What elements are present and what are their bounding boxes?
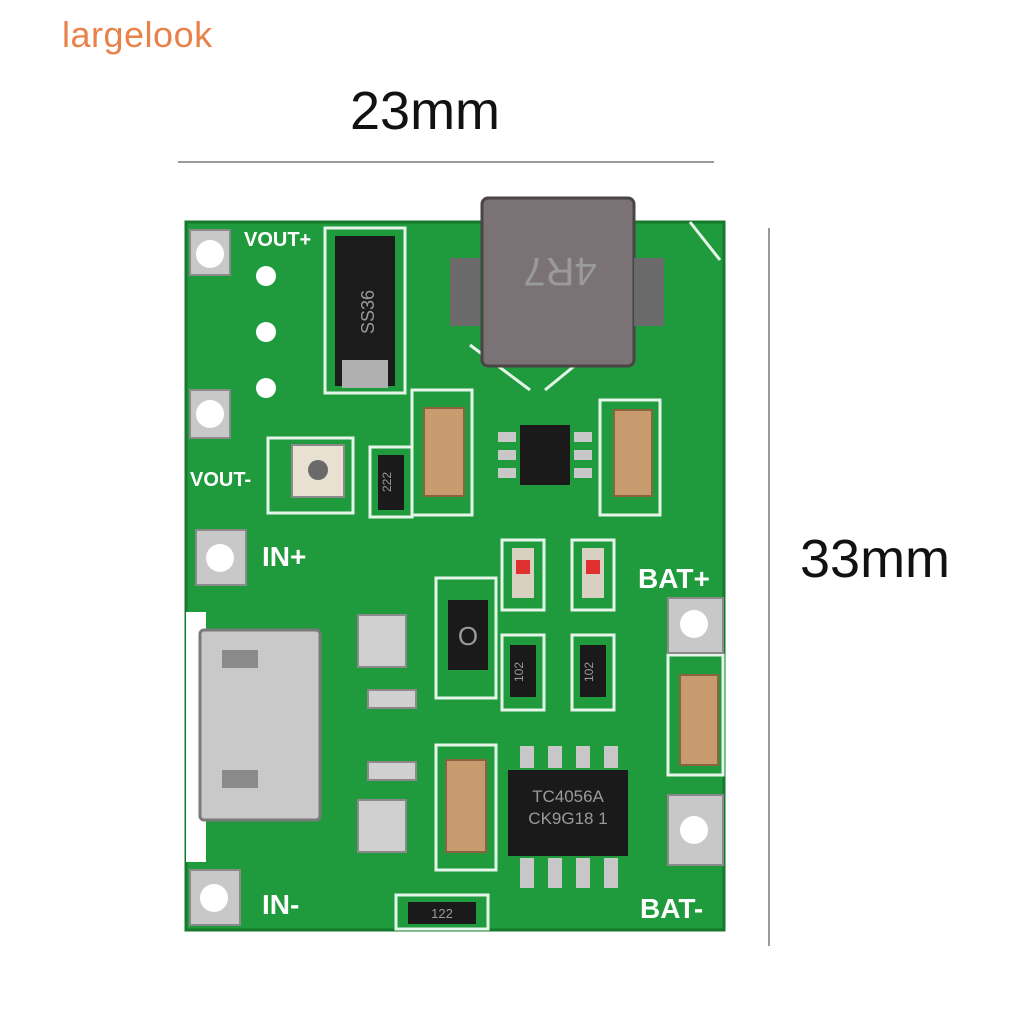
boost-ic-pins <box>498 432 592 478</box>
svg-text:122: 122 <box>431 906 453 921</box>
svg-text:102: 102 <box>582 662 596 682</box>
charger-ic-marking-line2: CK9G18 1 <box>528 809 607 828</box>
brand-watermark: largelook <box>62 14 213 55</box>
inductor-pad-left <box>450 258 480 326</box>
bat-minus-label: BAT- <box>640 893 703 924</box>
vout-minus-label: VOUT- <box>190 469 251 491</box>
potentiometer-knob <box>308 460 328 480</box>
svg-text:102: 102 <box>512 662 526 682</box>
width-dimension-label: 23mm <box>350 81 501 141</box>
diode-pad <box>342 360 388 388</box>
charger-ic <box>508 770 628 856</box>
pad-holes <box>196 240 708 912</box>
charger-ic-marking-line1: TC4056A <box>532 787 604 806</box>
in-plus-label: IN+ <box>262 541 306 572</box>
vout-plus-label: VOUT+ <box>244 229 311 251</box>
svg-text:222: 222 <box>380 472 394 492</box>
inductor-pad-right <box>634 258 664 326</box>
svg-text:O: O <box>458 621 478 651</box>
boost-ic <box>520 425 570 485</box>
status-leds <box>512 548 604 598</box>
ceramic-capacitors <box>423 407 719 853</box>
bat-plus-label: BAT+ <box>638 563 710 594</box>
charger-ic-pins <box>520 746 618 888</box>
silkscreen-lines <box>266 221 725 931</box>
inductor-marking: 4R7 <box>523 249 596 293</box>
diode-marking: SS36 <box>358 290 378 334</box>
smd-resistors: 222 102 102 122 O <box>378 455 606 924</box>
height-dimension-label: 33mm <box>800 529 951 589</box>
micro-usb-connector <box>198 628 322 822</box>
usb-side-pads <box>357 614 417 853</box>
height-dimension-line <box>768 228 770 946</box>
solder-pads <box>189 229 724 926</box>
in-minus-label: IN- <box>262 889 299 920</box>
width-dimension-line <box>178 161 714 163</box>
